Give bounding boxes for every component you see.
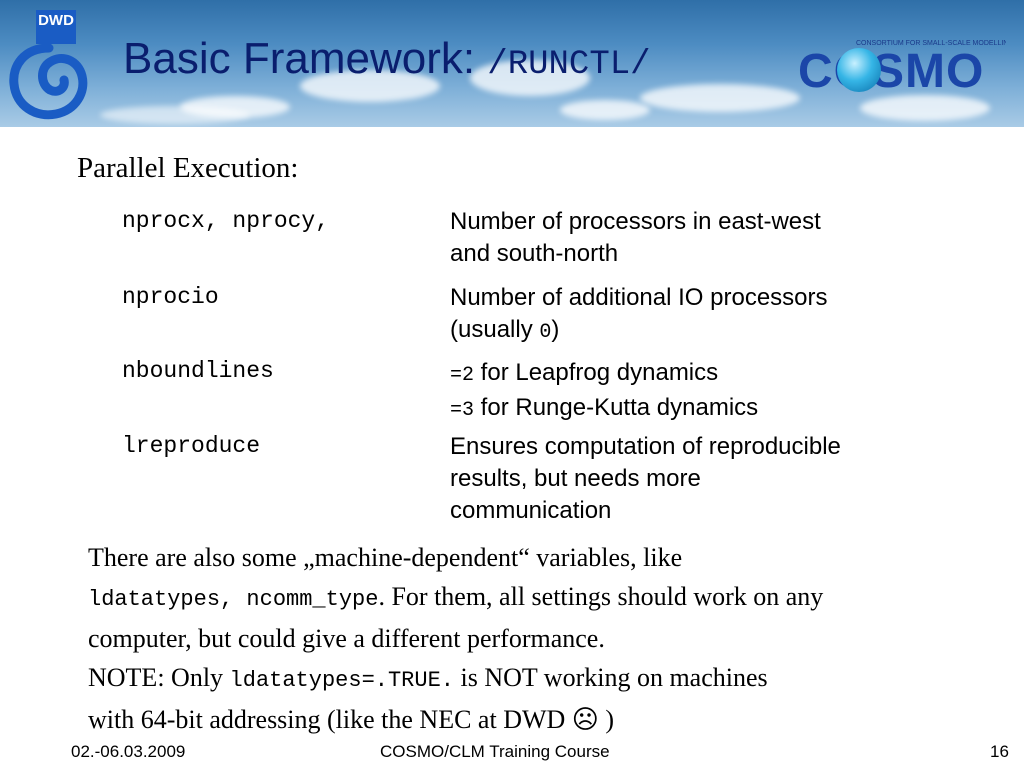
desc-text: ) [551, 316, 560, 343]
note-line: There are also some „machine-dependent“ … [88, 543, 683, 572]
cosmo-tagline: CONSORTIUM FOR SMALL-SCALE MODELLING [856, 40, 1006, 47]
note-line: computer, but could give a different per… [88, 624, 605, 653]
note-line: NOTE: Only ldatatypes=.TRUE. is NOT work… [88, 658, 1008, 700]
note-code: ldatatypes=.TRUE. [229, 668, 454, 693]
note-line: ldatatypes, ncomm_type. For them, all se… [88, 577, 1008, 619]
desc-text: for Leapfrog dynamics [474, 359, 719, 386]
footer-date: 02.-06.03.2009 [71, 742, 186, 761]
param-description: Number of processors in east-west and so… [450, 206, 930, 270]
param-name: lreproduce [122, 433, 261, 459]
desc-line: Ensures computation of reproducible [450, 433, 841, 460]
globe-icon [837, 48, 881, 92]
note-code: ldatatypes, ncomm_type [88, 587, 379, 612]
cloud [560, 100, 650, 120]
note-line: with 64-bit addressing (like the NEC at … [88, 705, 615, 734]
desc-line: and south-north [450, 240, 619, 267]
desc-line: =2 for Leapfrog dynamics [450, 357, 930, 392]
page-number: 16 [990, 742, 1009, 761]
header-banner: DWD Basic Framework: /RUNCTL/ CONSORTIUM… [0, 0, 1024, 127]
note-text: is NOT working on machines [453, 663, 768, 692]
cloud [470, 60, 590, 96]
note-text: NOTE: Only [88, 663, 230, 692]
desc-code: =2 [450, 364, 475, 387]
cosmo-logo: COSMO [798, 45, 985, 98]
title-main: Basic Framework: [123, 34, 488, 83]
param-description: =2 for Leapfrog dynamics =3 for Runge-Ku… [450, 357, 930, 427]
param-name: nprocio [122, 284, 219, 310]
desc-line: (usually 0) [450, 314, 930, 349]
desc-line: Number of processors in east-west [450, 208, 821, 235]
note-paragraph: There are also some „machine-dependent“ … [88, 538, 1008, 739]
desc-line: =3 for Runge-Kutta dynamics [450, 392, 930, 427]
desc-line: communication [450, 497, 612, 524]
param-name: nprocx, nprocy, [122, 208, 330, 234]
param-description: Ensures computation of reproducible resu… [450, 431, 930, 527]
desc-line: Number of additional IO processors [450, 284, 828, 311]
desc-text: (usually [450, 316, 540, 343]
desc-line: results, but needs more [450, 465, 701, 492]
title-code: /RUNCTL/ [487, 46, 651, 84]
section-heading: Parallel Execution: [77, 152, 299, 184]
dwd-logo-text: DWD [38, 12, 74, 29]
footer-course: COSMO/CLM Training Course [380, 742, 610, 761]
cloud [100, 106, 250, 124]
cloud [860, 95, 990, 121]
desc-text: for Runge-Kutta dynamics [474, 394, 759, 421]
dwd-logo [9, 10, 88, 120]
param-name: nboundlines [122, 358, 274, 384]
cloud [300, 70, 440, 102]
cloud [640, 84, 800, 112]
slide-title: Basic Framework: /RUNCTL/ [123, 34, 651, 84]
desc-code: =3 [450, 399, 475, 422]
param-description: Number of additional IO processors (usua… [450, 282, 930, 349]
desc-code: 0 [539, 321, 552, 344]
note-text: . For them, all settings should work on … [378, 582, 824, 611]
